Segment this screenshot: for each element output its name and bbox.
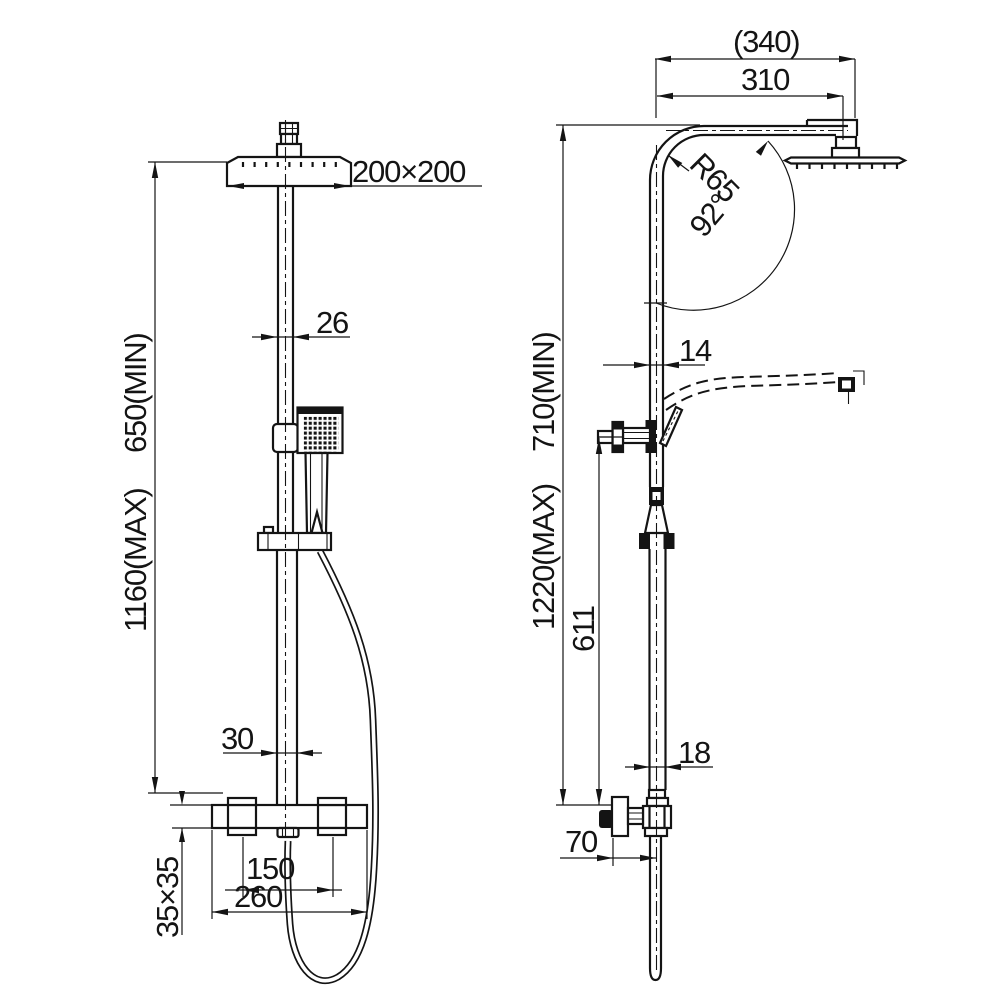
dim-arm-reach: 310: [657, 62, 844, 140]
dim-lower-pipe-width: 30: [221, 721, 322, 757]
dim-upper-pipe-label: 26: [316, 305, 348, 340]
side-head-nozzles: [795, 164, 899, 169]
mixer-hose-outlet: [276, 826, 300, 839]
dim-valve-section-label: 35×35: [150, 857, 185, 938]
valve-knob: [599, 810, 613, 828]
dim-front-heights: 650(MIN) 1160(MAX): [118, 161, 227, 794]
side-riser-pipe: [648, 118, 859, 790]
dim-bracket-height-label: 611: [566, 606, 601, 652]
front-ceiling-connector: [275, 121, 303, 159]
mixer-left-handle-bottom: [226, 826, 258, 837]
front-hand-shower: [296, 406, 344, 535]
dim-valve-width: 260: [211, 830, 368, 919]
dim-arm-overall-label: (340): [733, 24, 799, 59]
front-overhead-shower-head: [225, 155, 353, 188]
dim-lower-pipe-label: 30: [221, 721, 254, 756]
side-hose: [648, 836, 663, 982]
dim-handle-centers: 150: [225, 837, 342, 897]
side-supply-valve: [599, 788, 673, 982]
dim-side-height-max-label: 1220(MAX): [526, 484, 561, 630]
mixer-left-handle-top: [226, 796, 258, 807]
side-hand-shower-dashed: [663, 370, 865, 411]
dim-lower-pipe-depth-label: 18: [678, 735, 710, 770]
dim-upper-pipe-width: 26: [252, 305, 350, 341]
mixer-right-handle-bottom: [316, 826, 348, 837]
dim-handle-centers-label: 150: [246, 851, 295, 886]
front-hand-shower-hose: [284, 549, 380, 985]
front-slider-bracket: [256, 525, 333, 552]
hand-shower-spray-face: [303, 416, 339, 452]
side-view: R65 92° (340) 310 14 7: [526, 24, 908, 982]
dim-height-min-label: 650(MIN): [118, 333, 153, 453]
dim-valve-section: 35×35: [150, 791, 212, 938]
dim-wall-offset: 70: [560, 824, 656, 866]
dim-height-max-label: 1160(MAX): [118, 488, 153, 632]
dim-wall-offset-label: 70: [565, 824, 598, 859]
side-overhead-head: [782, 135, 908, 169]
dim-side-height-min-label: 710(MIN): [526, 332, 561, 452]
dim-upper-pipe-depth-label: 14: [679, 333, 712, 368]
side-hand-shower-holder: [658, 405, 684, 448]
dim-bracket-height: 611: [566, 436, 623, 805]
dim-bend: R65 92°: [644, 140, 796, 311]
dim-upper-pipe-depth: 14: [603, 333, 713, 369]
dim-side-heights: 710(MIN) 1220(MAX): [526, 124, 700, 806]
dim-arm-reach-label: 310: [741, 62, 790, 97]
front-mixer-valve: [210, 796, 369, 839]
front-riser-pipe: [275, 186, 299, 805]
front-head-nozzles: [241, 162, 337, 167]
front-view: 200×200 26 650(MIN) 1160(MAX) 30: [118, 120, 482, 985]
dim-valve-width-label: 260: [234, 879, 283, 914]
dim-head-size: 200×200: [228, 154, 482, 189]
dim-arm-overall: (340): [655, 24, 856, 118]
dim-head-size-label: 200×200: [352, 154, 466, 189]
dim-lower-pipe-depth: 18: [625, 735, 713, 771]
mixer-right-handle-top: [316, 796, 348, 807]
